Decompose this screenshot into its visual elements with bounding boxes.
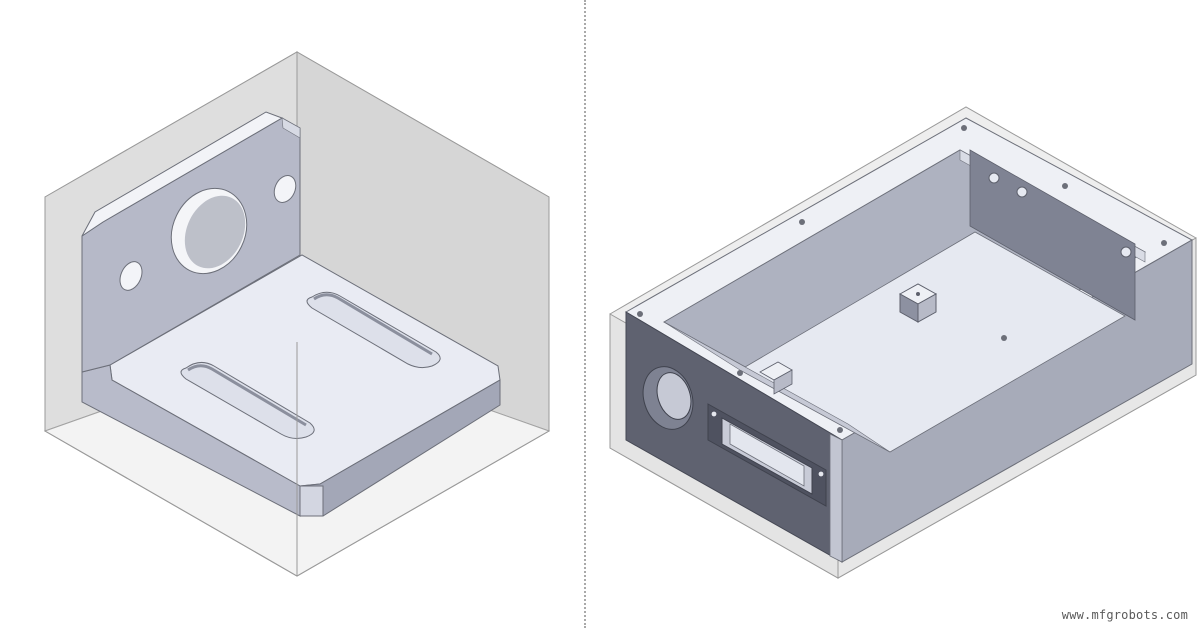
watermark-text: www.mfgrobots.com [1061, 608, 1188, 622]
rim-holes [637, 125, 1167, 433]
base-slots [180, 291, 441, 439]
stock-front-edges [44, 197, 550, 577]
enclosure-drawing [609, 106, 1197, 579]
panel-divider [584, 0, 586, 628]
enclosure-figure [590, 0, 1200, 628]
enclosure-step [759, 361, 793, 395]
bracket-base [81, 254, 501, 517]
bracket-drawing [43, 51, 551, 577]
upright-holes [119, 175, 297, 291]
enclosure-boss [898, 283, 938, 323]
bracket-figure [0, 0, 580, 628]
enclosure-front-features [642, 366, 827, 507]
